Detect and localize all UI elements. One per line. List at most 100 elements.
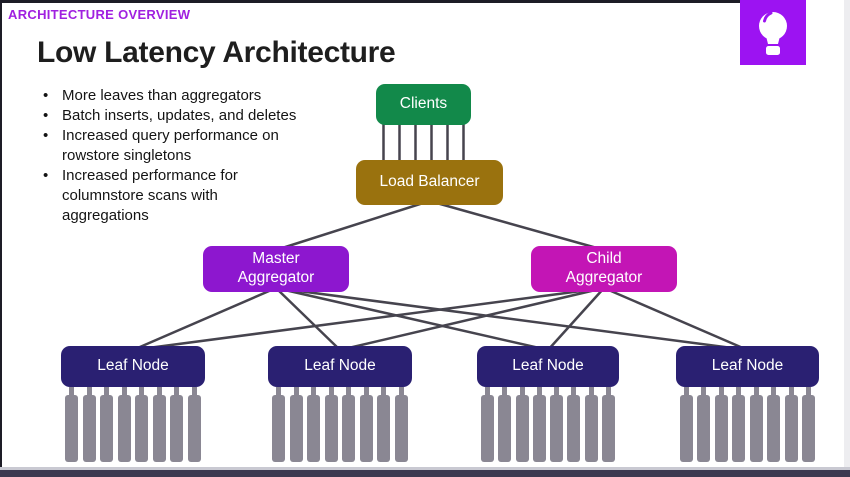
- disk-bar: [767, 387, 781, 462]
- disk-body: [550, 395, 564, 462]
- connector-line: [546, 286, 606, 352]
- disk-stem: [536, 387, 542, 399]
- disk-body: [498, 395, 512, 462]
- disk-bar: [515, 387, 529, 462]
- connector-line: [338, 286, 606, 352]
- disk-stem: [328, 387, 334, 399]
- disk-bar: [342, 387, 356, 462]
- disk-body: [187, 395, 201, 462]
- disk-body: [697, 395, 711, 462]
- disk-stem: [736, 387, 742, 399]
- disk-stem: [86, 387, 92, 399]
- disk-bar: [359, 387, 373, 462]
- disk-bar: [714, 387, 728, 462]
- disk-body: [394, 395, 408, 462]
- disk-body: [767, 395, 781, 462]
- disk-bar: [498, 387, 512, 462]
- disk-bar: [550, 387, 564, 462]
- connector-line: [274, 286, 550, 352]
- disk-body: [567, 395, 581, 462]
- disk-bar: [187, 387, 201, 462]
- disk-bar: [170, 387, 184, 462]
- connector-line: [274, 199, 431, 252]
- bullet-item: Increased performance for columnstore sc…: [38, 166, 338, 226]
- lightbulb-icon: [759, 11, 787, 55]
- slide-frame-top: [0, 0, 740, 3]
- node-clients: Clients: [376, 84, 471, 125]
- disk-stem: [346, 387, 352, 399]
- disk-body: [749, 395, 763, 462]
- disk-stem: [753, 387, 759, 399]
- disk-body: [801, 395, 815, 462]
- node-master-aggregator: Master Aggregator: [203, 246, 349, 292]
- disk-bar: [152, 387, 166, 462]
- node-leaf-1: Leaf Node: [61, 346, 205, 387]
- disk-bar: [801, 387, 815, 462]
- disk-bar: [324, 387, 338, 462]
- connector-line: [131, 286, 606, 352]
- disk-bar: [135, 387, 149, 462]
- disk-body: [515, 395, 529, 462]
- slide-frame-bottom-hairline: [0, 467, 850, 470]
- disk-stem: [311, 387, 317, 399]
- slide-frame-left: [0, 0, 2, 477]
- disk-body: [714, 395, 728, 462]
- connector-line: [274, 286, 342, 352]
- slide-frame-right: [844, 0, 850, 477]
- disk-stem: [156, 387, 162, 399]
- disk-stem: [174, 387, 180, 399]
- node-leaf-2: Leaf Node: [268, 346, 412, 387]
- disk-body: [732, 395, 746, 462]
- disk-bar: [100, 387, 114, 462]
- disk-bar: [65, 387, 78, 462]
- disk-stem: [139, 387, 145, 399]
- disk-stem: [605, 387, 611, 399]
- disk-bar: [732, 387, 746, 462]
- disk-bar: [289, 387, 303, 462]
- disk-body: [152, 395, 166, 462]
- disk-stem: [554, 387, 560, 399]
- slide-title: Low Latency Architecture: [37, 36, 396, 69]
- disk-bar: [601, 387, 615, 462]
- bullet-item: Increased query performance on rowstore …: [38, 126, 338, 166]
- connector-line: [428, 199, 606, 252]
- disk-body: [377, 395, 391, 462]
- disk-stem: [771, 387, 777, 399]
- bullet-item: Batch inserts, updates, and deletes: [38, 106, 338, 126]
- disk-body: [117, 395, 131, 462]
- disk-row-leaf-3: [481, 387, 615, 462]
- disk-stem: [398, 387, 404, 399]
- disk-body: [135, 395, 149, 462]
- disk-body: [307, 395, 321, 462]
- disk-bar: [584, 387, 598, 462]
- disk-stem: [276, 387, 281, 399]
- disk-body: [170, 395, 184, 462]
- disk-stem: [381, 387, 387, 399]
- disk-body: [680, 395, 693, 462]
- disk-bar: [272, 387, 285, 462]
- disk-bar: [117, 387, 131, 462]
- disk-row-leaf-2: [272, 387, 408, 462]
- disk-bar: [567, 387, 581, 462]
- disk-stem: [571, 387, 577, 399]
- disk-bar: [784, 387, 798, 462]
- disk-bar: [749, 387, 763, 462]
- disk-bar: [680, 387, 693, 462]
- slide-frame-bottom-bar: [0, 470, 850, 477]
- connector-line: [131, 286, 278, 352]
- disk-stem: [104, 387, 110, 399]
- disk-stem: [718, 387, 724, 399]
- logo-badge: [740, 0, 806, 65]
- disk-stem: [69, 387, 74, 399]
- node-leaf-4: Leaf Node: [676, 346, 819, 387]
- disk-stem: [684, 387, 689, 399]
- disk-bar: [481, 387, 494, 462]
- disk-body: [100, 395, 114, 462]
- disk-body: [65, 395, 78, 462]
- disk-body: [481, 395, 494, 462]
- disk-body: [289, 395, 303, 462]
- connector-line: [602, 286, 749, 352]
- disk-bar: [307, 387, 321, 462]
- disk-body: [359, 395, 373, 462]
